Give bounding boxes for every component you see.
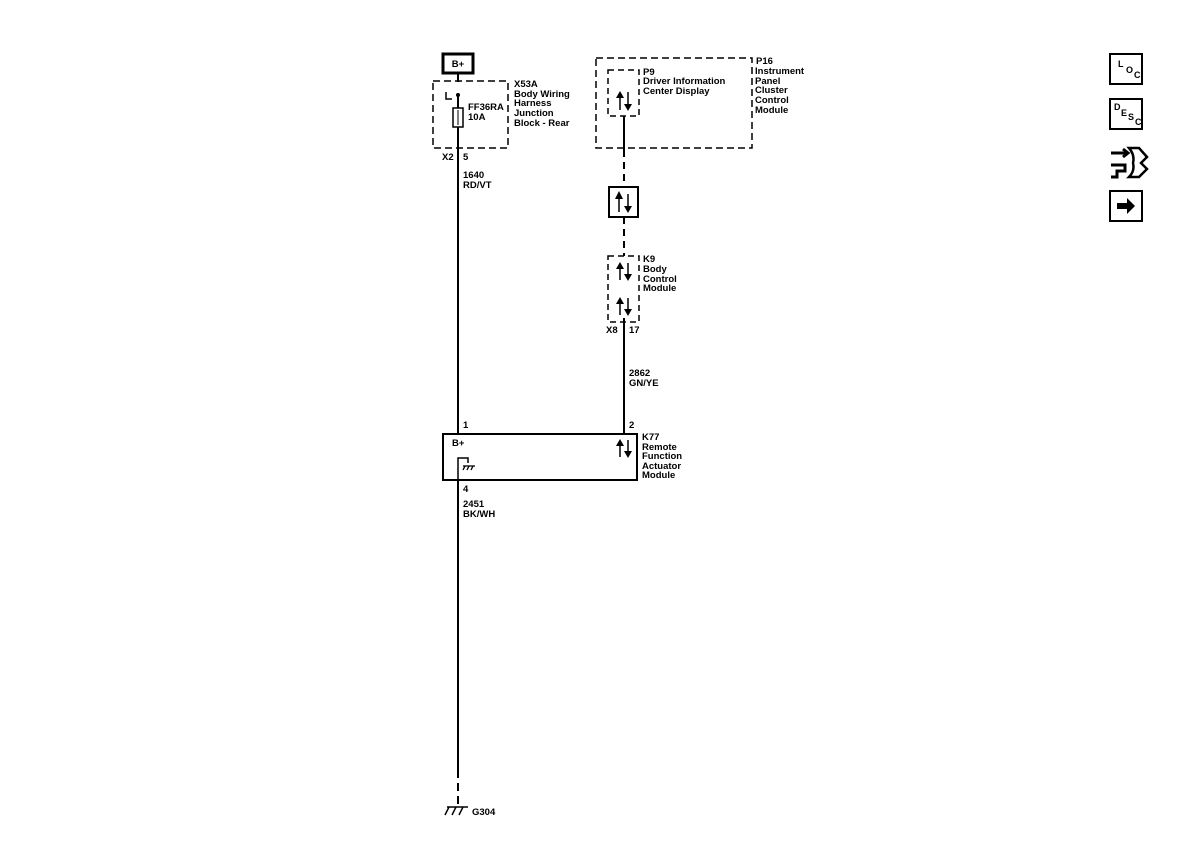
ipc-name: Instrument — [755, 66, 805, 77]
desc-letter: S — [1128, 112, 1135, 122]
fuse-block-name: Junction — [514, 108, 554, 119]
wire-2451-circuit: 2451 — [463, 499, 485, 510]
loc-letter: O — [1126, 65, 1134, 75]
bcm-name: Body — [643, 264, 667, 275]
fuse-block-id: X53A — [514, 79, 538, 90]
connector-x8: X8 — [606, 325, 618, 336]
serial-data-arrows-icon — [616, 297, 632, 316]
loc-letter: L — [1118, 59, 1124, 69]
dic-name: Driver Information — [643, 76, 726, 87]
inline-serial-data-box — [608, 186, 639, 218]
serial-data-arrows-icon — [615, 191, 632, 213]
wire-1640-color: RD/VT — [463, 180, 492, 191]
pin-2: 2 — [629, 420, 634, 431]
fuse-rating: 10A — [468, 112, 486, 123]
location-view-button[interactable]: L O C — [1109, 53, 1143, 85]
wire-1640-circuit: 1640 — [463, 170, 484, 181]
desc-letter: D — [1114, 102, 1121, 112]
rfa-module-box — [442, 433, 638, 481]
ground-id: G304 — [472, 807, 496, 818]
bcm-name: Control — [643, 274, 677, 285]
battery-power-label: B+ — [452, 59, 465, 70]
rfa-id: K77 — [642, 432, 659, 443]
dic-outline — [607, 69, 640, 117]
fuse-block-outline — [432, 80, 509, 149]
ground-symbol-icon — [444, 806, 468, 816]
loc-letter: C — [1134, 70, 1141, 80]
ipc-name: Cluster — [755, 85, 788, 96]
pin-5: 5 — [463, 152, 469, 163]
fuse-block-name: Body Wiring — [514, 89, 570, 100]
dic-name: Center Display — [643, 86, 710, 97]
serial-data-arrows-icon — [616, 439, 632, 458]
bcm-outline — [607, 255, 640, 323]
ipc-name: Control — [755, 95, 789, 106]
dic-id: P9 — [643, 67, 655, 78]
pin-4: 4 — [463, 484, 469, 495]
ipc-name: Module — [755, 105, 788, 116]
fuse-block-name: Block - Rear — [514, 118, 570, 129]
desc-letter: E — [1121, 108, 1128, 118]
rfa-name: Module — [642, 470, 675, 481]
fuse-id: FF36RA — [468, 102, 504, 113]
bcm-id: K9 — [643, 254, 655, 265]
arrow-right-icon[interactable] — [1109, 190, 1143, 222]
desc-letter: C — [1135, 117, 1142, 127]
ipc-id: P16 — [756, 56, 773, 67]
connector-x2: X2 — [442, 152, 454, 163]
rfa-power-label: B+ — [452, 438, 465, 449]
ipc-name: Panel — [755, 76, 780, 87]
rfa-name: Remote — [642, 442, 677, 453]
chassis-ground-icon — [462, 465, 475, 471]
pin-1: 1 — [463, 420, 469, 431]
rfa-name: Function — [642, 451, 682, 462]
connector-icon[interactable] — [1109, 143, 1149, 183]
wire-2862-color: GN/YE — [629, 378, 659, 389]
serial-data-arrows-icon — [616, 91, 632, 111]
rfa-name: Actuator — [642, 461, 681, 472]
wire-2862-circuit: 2862 — [629, 368, 650, 379]
bcm-name: Module — [643, 283, 676, 294]
description-view-button[interactable]: D E S C — [1109, 98, 1143, 130]
serial-data-arrows-icon — [616, 262, 632, 281]
ipc-outline — [595, 57, 753, 149]
wire-2451-color: BK/WH — [463, 509, 495, 520]
fuse-block-name: Harness — [514, 98, 552, 109]
pin-17: 17 — [629, 325, 640, 336]
